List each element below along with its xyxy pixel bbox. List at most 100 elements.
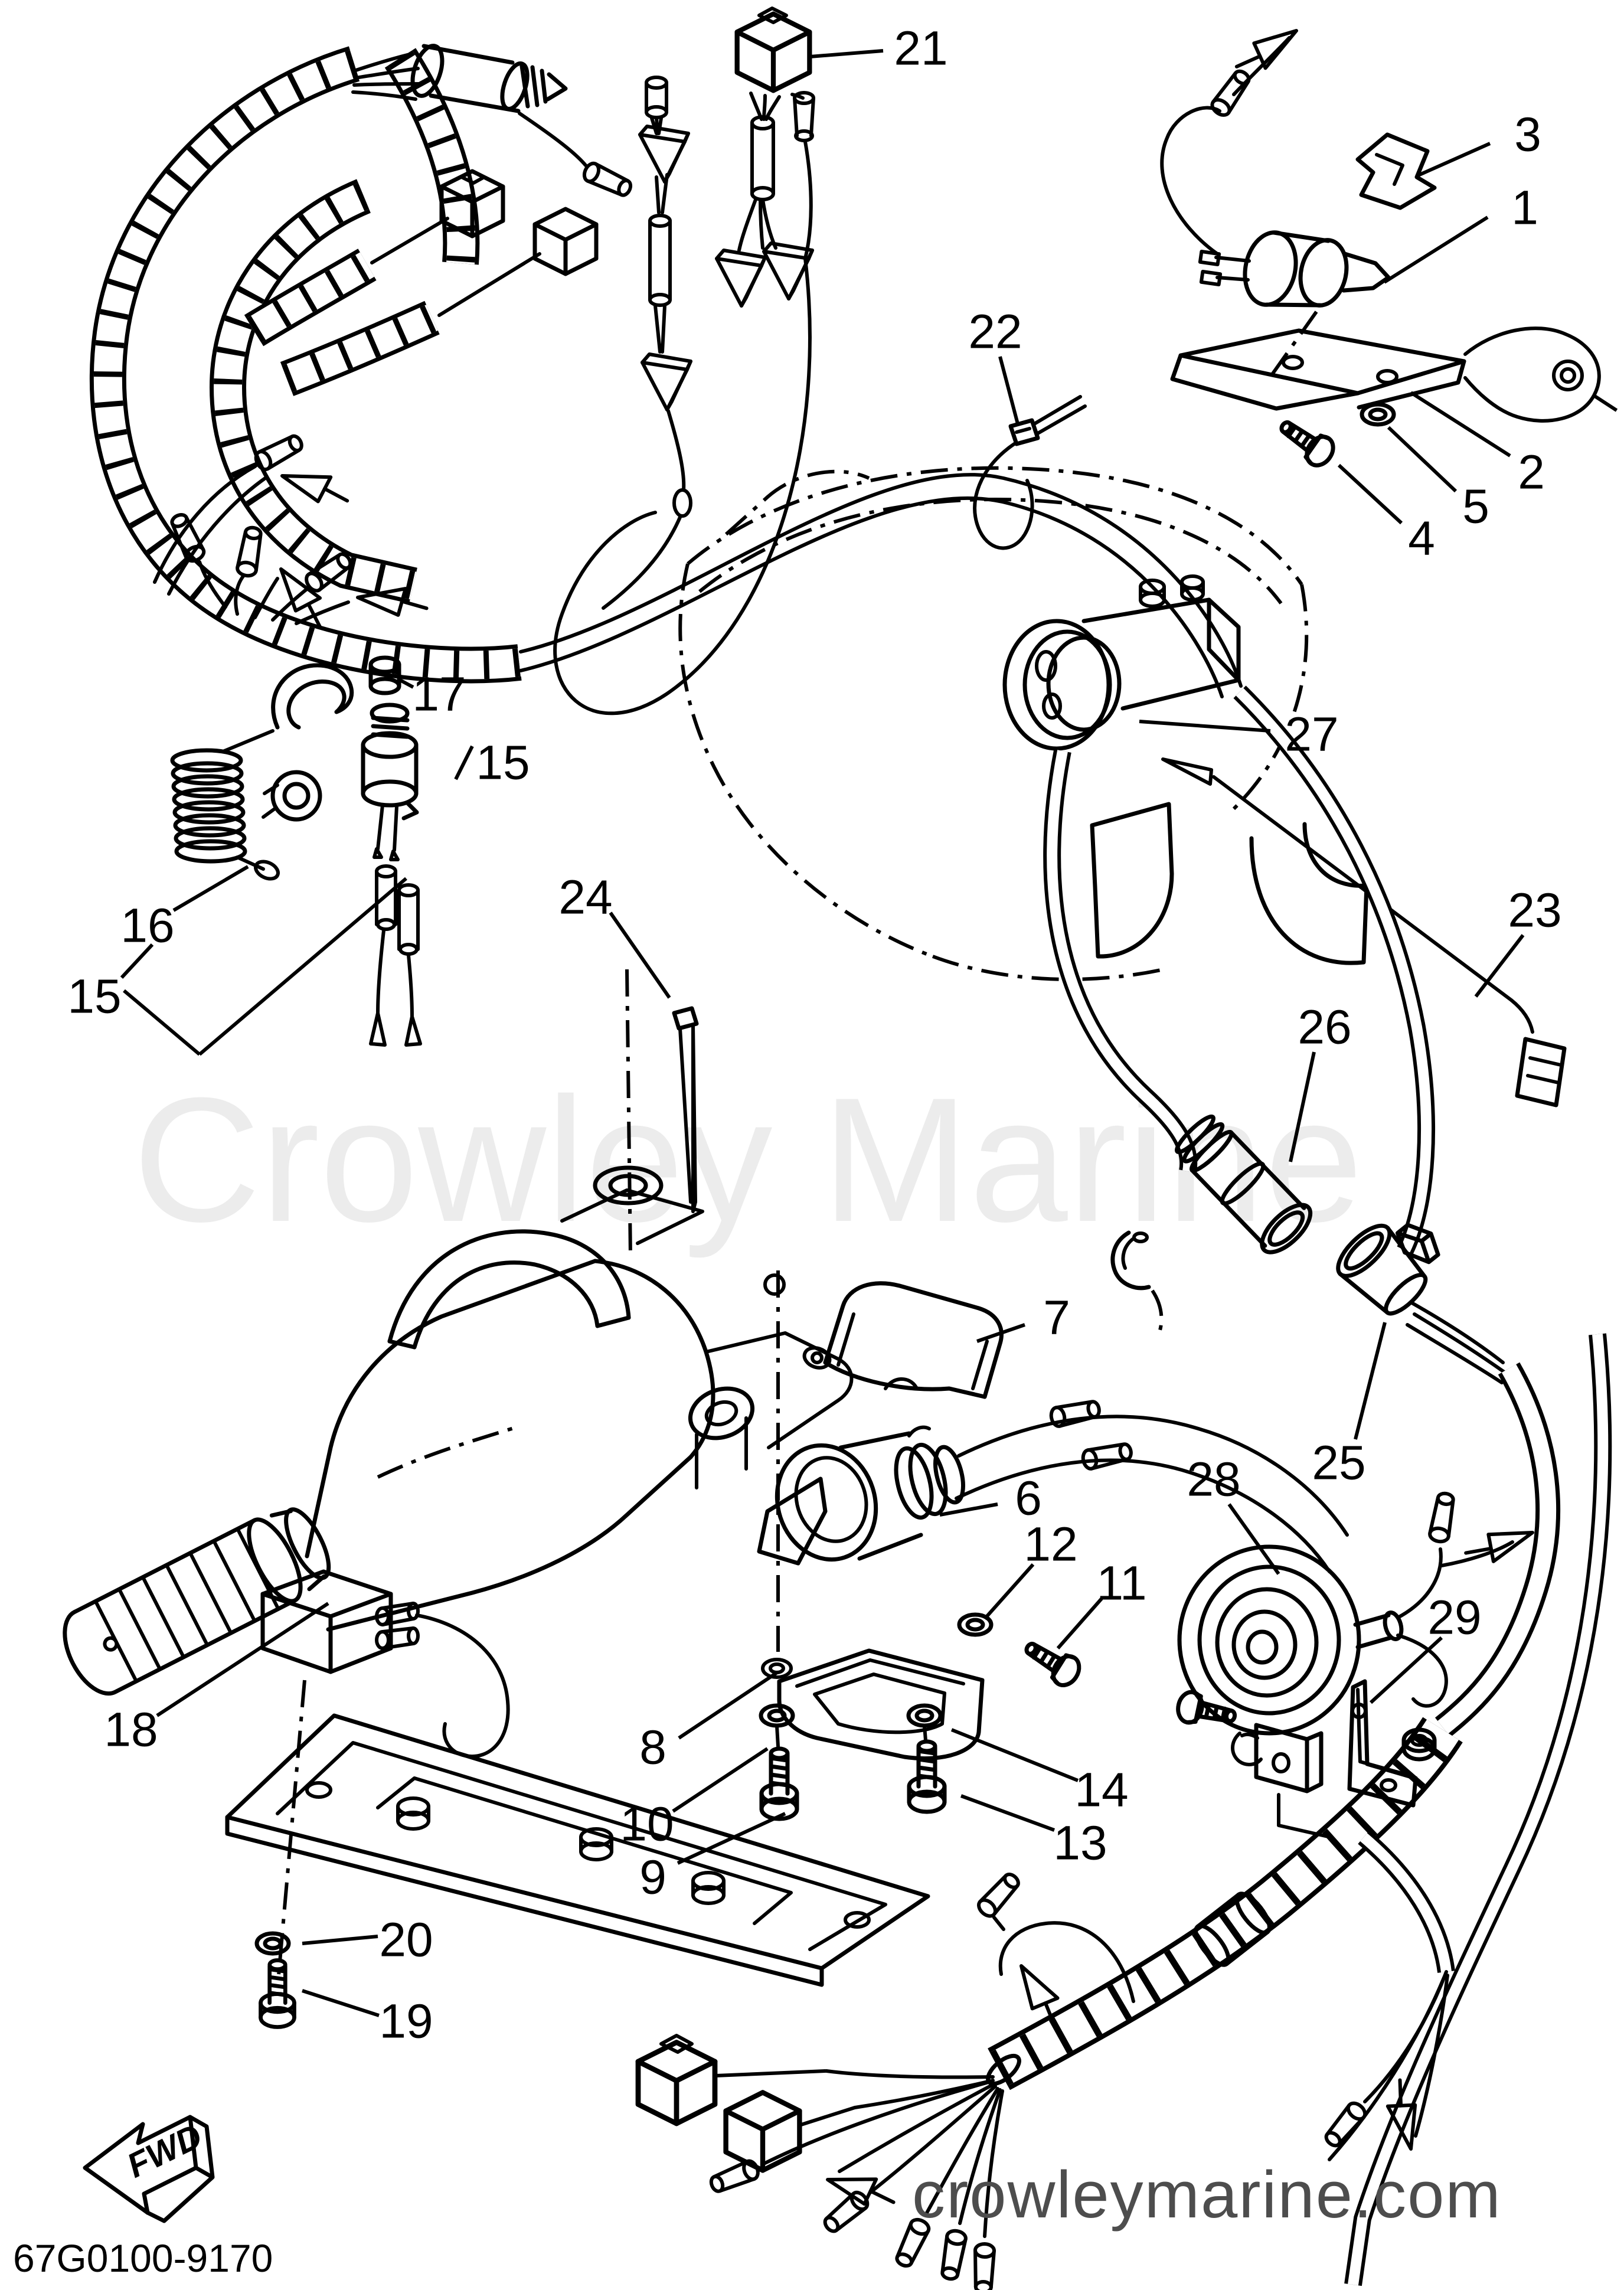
callout-28: 28 <box>1187 1453 1280 1575</box>
callout-leader-19 <box>302 1989 380 2017</box>
callout-1: 1 <box>1383 181 1538 284</box>
neutral-switch-group <box>1160 21 1622 471</box>
part-number-22: 22 <box>968 305 1022 359</box>
tiller-handle <box>63 1188 854 1696</box>
callout-leader-26 <box>1289 1051 1316 1162</box>
main-harness-right <box>988 1333 1612 2286</box>
callout-10: 10 <box>620 1747 769 1851</box>
callout-15: 15 <box>454 736 530 790</box>
part-number-29: 29 <box>1427 1591 1481 1645</box>
cover-7 <box>802 1281 1004 1399</box>
callout-leader-2 <box>1410 391 1511 458</box>
callout-29: 29 <box>1369 1591 1482 1704</box>
part-number-10: 10 <box>620 1798 674 1851</box>
lanyard-coil-16 <box>170 748 247 864</box>
part-number-8: 8 <box>639 1721 666 1775</box>
switch-1 <box>1198 230 1391 308</box>
barrel-connector <box>410 44 568 113</box>
callout-leader-4 <box>1337 463 1403 525</box>
part-number-9: 9 <box>639 1851 666 1904</box>
cable-tie-24-grommet <box>593 969 699 1257</box>
part-number-19: 19 <box>379 1995 433 2049</box>
callout-leader-15 <box>454 745 474 780</box>
socket-25 <box>1336 1223 1506 1384</box>
part-number-24: 24 <box>558 871 612 925</box>
callout-leader-5 <box>1387 426 1458 493</box>
callout-leader-14 <box>950 1728 1079 1782</box>
callout-27: 27 <box>1139 708 1339 762</box>
harness-top-left <box>89 44 1243 698</box>
part-number-25: 25 <box>1312 1436 1365 1490</box>
engine-cowl-outline <box>678 466 1369 1652</box>
bottom-plate <box>225 1713 930 2027</box>
callout-21: 21 <box>809 22 948 76</box>
callout-12: 12 <box>983 1518 1078 1620</box>
callout-leader-10 <box>672 1747 769 1813</box>
part-number-3: 3 <box>1514 108 1541 162</box>
callout-11: 11 <box>1056 1557 1147 1649</box>
callout-18: 18 <box>104 1602 329 1757</box>
callout-14: 14 <box>950 1728 1129 1817</box>
callout-7: 7 <box>976 1291 1070 1345</box>
callout-leader-9 <box>677 1812 786 1865</box>
horn-28-group <box>1175 1492 1537 1839</box>
holder-8 <box>761 1648 985 1761</box>
callout-16: 16 <box>120 865 249 953</box>
stop-switch-group <box>757 1281 1349 1819</box>
kill-switch-15-17 <box>361 655 422 1047</box>
fwd-arrow: FWD <box>83 2115 215 2223</box>
lanyard-kill-switch-group <box>170 655 422 1047</box>
clamp-piece <box>1110 1230 1164 1337</box>
part-number-15: 15 <box>67 970 121 1024</box>
part-number-17: 17 <box>412 668 466 721</box>
part-number-11: 11 <box>1096 1557 1146 1610</box>
clamp-27 <box>1002 574 1241 751</box>
callout-leader-17 <box>397 677 414 689</box>
bracket-29 <box>1347 1679 1418 1808</box>
callout-6: 6 <box>939 1472 1042 1525</box>
callout-leader-8 <box>678 1670 779 1740</box>
part-number-20: 20 <box>379 1913 433 1967</box>
part-number-21: 21 <box>894 22 947 76</box>
cable-tie-22 <box>973 395 1087 550</box>
callout-19: 19 <box>302 1989 433 2049</box>
switch-6 <box>757 1399 1349 1573</box>
callout-26: 26 <box>1289 1001 1352 1162</box>
callout-2: 2 <box>1410 391 1545 499</box>
part-number-4: 4 <box>1408 512 1435 566</box>
part-number-12: 12 <box>1024 1518 1077 1572</box>
callout-leader-27 <box>1139 720 1271 733</box>
connector-block-21-group <box>553 6 815 716</box>
callout-5: 5 <box>1387 426 1489 534</box>
part-number-5: 5 <box>1462 480 1489 534</box>
throttle-arm <box>1463 326 1622 423</box>
callout-leader-28 <box>1227 1503 1280 1575</box>
callout-25: 25 <box>1312 1322 1387 1490</box>
callout-8: 8 <box>639 1670 779 1775</box>
part-number-1: 1 <box>1511 181 1538 235</box>
mid-cables <box>1043 685 1435 1255</box>
callout-leader-16 <box>172 865 249 912</box>
part-number-18: 18 <box>104 1703 158 1757</box>
callout-4: 4 <box>1337 463 1435 566</box>
diagram-code: 67G0100-9170 <box>13 2236 273 2280</box>
callout-17: 17 <box>397 668 466 721</box>
callout-leader-15 <box>198 877 407 1056</box>
part-number-26: 26 <box>1298 1001 1351 1054</box>
callout-22: 22 <box>968 305 1022 424</box>
part-number-14: 14 <box>1074 1763 1128 1817</box>
callout-leader-13 <box>960 1794 1056 1832</box>
callout-9: 9 <box>639 1812 786 1904</box>
callout-23: 23 <box>1474 884 1562 998</box>
callout-leader-18 <box>156 1602 329 1717</box>
callout-leader-23 <box>1474 934 1525 998</box>
bracket-2 <box>1170 328 1466 411</box>
callout-leader-12 <box>983 1563 1035 1620</box>
callout-leader-20 <box>302 1935 378 1945</box>
callout-leader-7 <box>976 1323 1025 1343</box>
callout-leader-22 <box>998 356 1020 424</box>
fwd-label: FWD <box>121 2116 208 2185</box>
part-number-28: 28 <box>1187 1453 1240 1507</box>
